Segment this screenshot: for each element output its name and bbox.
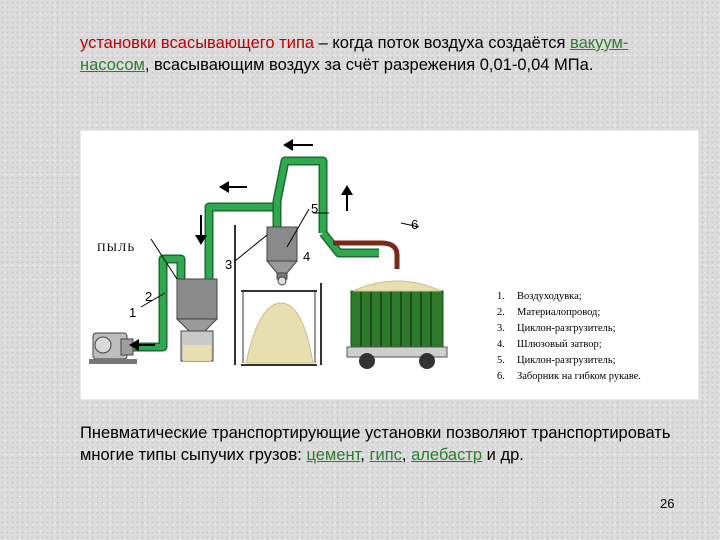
legend-num-3: 3. xyxy=(497,323,505,334)
legend-num-4: 4. xyxy=(497,339,505,350)
pneumatic-system-diagram: ПЫЛЬ 1 2 3 4 5 6 1. Воздуходувка; 2. Мат… xyxy=(80,130,699,400)
legend-num-1: 1. xyxy=(497,291,505,302)
legend-text-5: Циклон-разгрузитель; xyxy=(517,355,616,366)
legend-num-6: 6. xyxy=(497,371,505,382)
blower-icon xyxy=(89,332,137,364)
intro-dash: – когда поток воздуха создаётся xyxy=(314,34,570,52)
diagram-svg: ПЫЛЬ 1 2 3 4 5 6 1. Воздуходувка; 2. Мат… xyxy=(89,139,641,382)
airflow-arrows xyxy=(129,139,353,351)
intro-lead: установки всасывающего типа xyxy=(80,34,315,52)
legend-text-6: Заборник на гибком рукаве. xyxy=(517,371,641,382)
legend-text-2: Материалопровод; xyxy=(517,307,600,318)
legend-num-5: 5. xyxy=(497,355,505,366)
outro-sep1: , xyxy=(360,446,370,464)
legend-text-4: Шлюзовый затвор; xyxy=(517,339,602,350)
dust-label: ПЫЛЬ xyxy=(97,240,135,254)
label-4: 4 xyxy=(303,249,310,264)
label-6: 6 xyxy=(411,217,418,232)
label-1: 1 xyxy=(129,305,136,320)
outro-paragraph: Пневматические транспортирующие установк… xyxy=(80,422,680,466)
truck xyxy=(346,280,448,369)
page-number: 26 xyxy=(660,496,675,511)
cyclone-5 xyxy=(265,226,299,286)
cement-link[interactable]: цемент xyxy=(306,446,361,464)
label-5: 5 xyxy=(311,201,318,216)
gips-link[interactable]: гипс xyxy=(369,446,402,464)
intro-rest: , всасывающим воздух за счёт разрежения … xyxy=(144,56,594,74)
material-pipeline xyxy=(133,156,379,352)
intro-paragraph: установки всасывающего типа – когда пото… xyxy=(80,32,680,76)
cargo-pile xyxy=(245,302,314,364)
flexible-hose xyxy=(333,240,400,269)
legend-text-1: Воздуходувка; xyxy=(517,291,582,302)
diagram-legend: 1. Воздуходувка; 2. Материалопровод; 3. … xyxy=(497,291,641,382)
outro-text: Пневматические транспортирующие установк… xyxy=(80,424,671,464)
label-2: 2 xyxy=(145,289,152,304)
alebastr-link[interactable]: алебастр xyxy=(411,446,483,464)
label-3: 3 xyxy=(225,257,232,272)
cyclone-3 xyxy=(175,278,219,362)
hopper-frame xyxy=(234,225,322,366)
legend-text-3: Циклон-разгрузитель; xyxy=(517,323,616,334)
outro-tail: и др. xyxy=(482,446,524,464)
outro-sep2: , xyxy=(401,446,412,464)
vacuum-pump-link[interactable]: вакуум-насосом xyxy=(80,34,629,74)
legend-num-2: 2. xyxy=(497,307,505,318)
leader-lines xyxy=(140,208,420,308)
